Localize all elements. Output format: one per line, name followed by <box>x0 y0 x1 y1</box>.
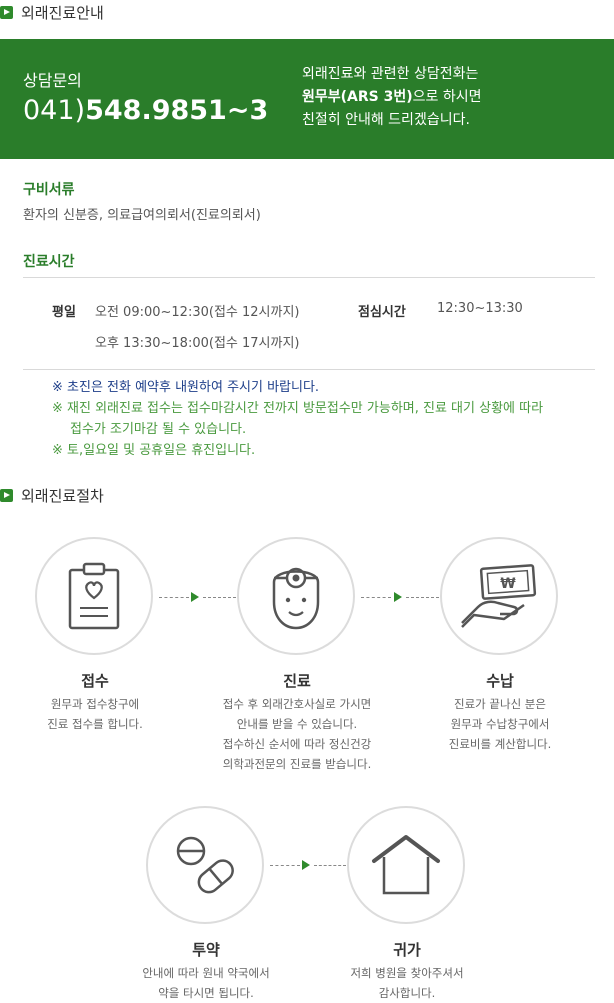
afternoon-hours: 오후 13:30~18:00(접수 17시까지) <box>95 336 300 351</box>
doctor-icon <box>272 567 320 630</box>
clipboard-heart-icon <box>68 562 120 630</box>
contact-description: 외래진료와 관련한 상담전화는 원무부(ARS 3번)으로 하시면 친절히 안내… <box>302 66 482 128</box>
hours-heading: 진료시간 <box>23 254 75 270</box>
step-name: 귀가 <box>393 941 421 959</box>
flow-dash <box>270 865 300 866</box>
flow-dash <box>203 597 236 598</box>
step-desc: 진료가 끝나신 분은 원무과 수납창구에서 진료비를 계산합니다. <box>448 697 552 751</box>
step-desc: 원무과 접수창구에 진료 접수를 합니다. <box>47 697 143 731</box>
note-holidays: ※ 토,일요일 및 공휴일은 휴진입니다. <box>52 443 256 458</box>
flow-arrow-icon <box>191 592 199 602</box>
step-consult-circle <box>237 537 355 655</box>
note-return-visit-cont: 접수가 조기마감 될 수 있습니다. <box>70 422 247 437</box>
section-bullet-icon <box>0 489 13 502</box>
weekday-label: 평일 <box>52 305 76 320</box>
contact-phone[interactable]: 041)548.9851~3 <box>23 95 269 126</box>
step-payment-circle: ₩ <box>440 537 558 655</box>
house-icon <box>372 835 440 895</box>
lunch-label: 점심시간 <box>358 305 406 320</box>
step-name: 수납 <box>486 672 514 690</box>
section-bullet-icon <box>0 6 13 19</box>
flow-dash <box>159 597 189 598</box>
step-name: 투약 <box>192 941 220 959</box>
section-title-procedure: 외래진료절차 <box>0 485 104 506</box>
pill-icon <box>176 836 234 894</box>
morning-hours: 오전 09:00~12:30(접수 12시까지) <box>95 305 300 320</box>
flow-arrow-icon <box>394 592 402 602</box>
section-title-outpatient-info: 외래진료안내 <box>0 2 104 23</box>
step-medication-circle <box>146 806 264 924</box>
docs-heading: 구비서류 <box>23 182 75 198</box>
note-return-visit: ※ 재진 외래진료 접수는 접수마감시간 전까지 방문접수만 가능하며, 진료 … <box>52 401 544 416</box>
step-desc: 안내에 따라 원내 약국에서 약을 타시면 됩니다. <box>142 966 270 1000</box>
step-go-home-circle <box>347 806 465 924</box>
flow-dash <box>406 597 439 598</box>
note-first-visit: ※ 초진은 전화 예약후 내원하여 주시기 바랍니다. <box>52 380 320 395</box>
contact-banner: 상담문의 041)548.9851~3 외래진료와 관련한 상담전화는 원무부(… <box>0 39 614 159</box>
hours-bottom-divider <box>23 369 595 370</box>
notes-list: ※ 초진은 전화 예약후 내원하여 주시기 바랍니다. ※ 재진 외래진료 접수… <box>52 377 543 461</box>
svg-text:₩: ₩ <box>500 576 516 592</box>
step-desc: 저희 병원을 찾아주셔서 감사합니다. <box>350 966 464 1000</box>
step-name: 접수 <box>81 672 109 690</box>
hours-top-divider <box>23 277 595 278</box>
flow-dash <box>314 865 346 866</box>
lunch-time: 12:30~13:30 <box>437 301 523 316</box>
flow-arrow-icon <box>302 860 310 870</box>
payment-icon: ₩ <box>461 564 537 628</box>
contact-label: 상담문의 <box>23 71 82 90</box>
step-name: 진료 <box>283 672 311 690</box>
docs-text: 환자의 신분증, 의료급여의뢰서(진료의뢰서) <box>23 208 261 223</box>
step-reception-circle <box>35 537 153 655</box>
flow-dash <box>361 597 391 598</box>
step-desc: 접수 후 외래간호사실로 가시면 안내를 받을 수 있습니다. 접수하신 순서에… <box>222 697 372 771</box>
